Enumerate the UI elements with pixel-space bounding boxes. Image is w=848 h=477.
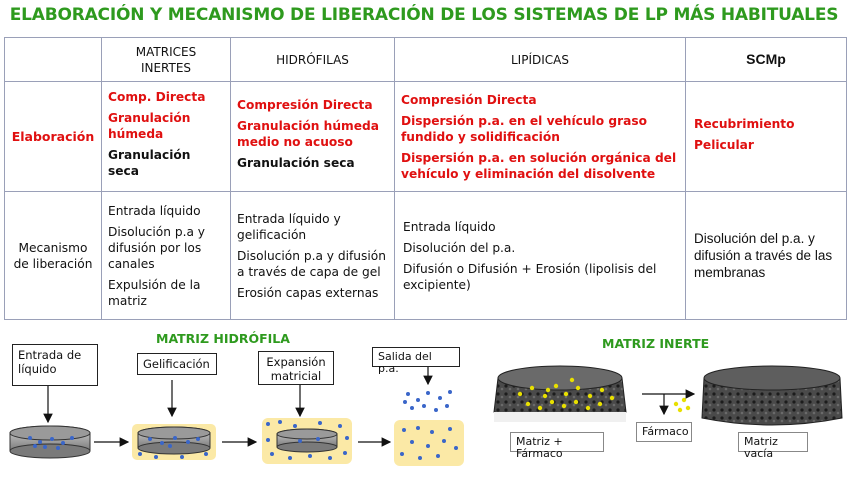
tablet-gelified <box>132 424 216 460</box>
tablet-release <box>394 420 464 466</box>
elab-hidrofilas-cell: Compresión Directa Granulación húmeda me… <box>230 81 395 192</box>
mec-lipidicas-cell: Entrada líquido Disolución del p.a. Difu… <box>394 191 686 320</box>
row-label-elaboracion: Elaboración <box>4 81 102 192</box>
inert-matrix-with-drug <box>493 365 627 422</box>
elab-hidrofilas-item: Granulación húmeda medio no acuoso <box>237 119 379 149</box>
elab-scmp-item: Pelicular <box>694 137 754 152</box>
label-entrada-liquido: Entrada de líquido <box>12 344 98 386</box>
elab-inertes-item: Granulación húmeda <box>108 111 191 141</box>
elab-lipidicas-item: Dispersión p.a. en el vehículo graso fun… <box>401 113 647 144</box>
diagram-hidrofila-title: MATRIZ HIDRÓFILA <box>156 331 290 346</box>
header-hidrofilas: HIDRÓFILAS <box>230 37 395 82</box>
drug-particles-yellow <box>517 377 691 413</box>
elab-inertes-item: Comp. Directa <box>108 90 206 104</box>
elab-lipidicas-item: Compresión Directa <box>401 92 537 107</box>
header-scmp-label: SCMp <box>746 51 786 67</box>
mec-hidrofilas-item: Entrada líquido y gelificación <box>237 211 341 242</box>
page-title: ELABORACIÓN Y MECANISMO DE LIBERACIÓN DE… <box>9 5 839 25</box>
tablet-dry <box>9 425 91 459</box>
header-inertes: MATRICES INERTES <box>101 37 231 82</box>
mec-inertes-item: Disolución p.a y difusión por los canale… <box>108 224 205 271</box>
row-label-mecanismo: Mecanismo de liberación <box>4 191 102 320</box>
elab-hidrofilas-item: Granulación seca <box>237 156 355 170</box>
label-matriz-farmaco: Matriz + Fármaco <box>510 432 604 460</box>
elab-inertes-cell: Comp. Directa Granulación húmeda Granula… <box>101 81 231 192</box>
mec-inertes-item: Entrada líquido <box>108 203 201 218</box>
elab-inertes-item: Granulación seca <box>108 148 191 178</box>
diagram-inerte-title: MATRIZ INERTE <box>602 336 710 351</box>
mec-lipidicas-item: Difusión o Difusión + Erosión (lipolisis… <box>403 261 657 292</box>
corner-cell <box>4 37 102 82</box>
mec-hidrofilas-cell: Entrada líquido y gelificación Disolució… <box>230 191 395 320</box>
elab-hidrofilas-item: Compresión Directa <box>237 98 373 112</box>
header-lipidicas: LIPÍDICAS <box>394 37 686 82</box>
label-salida-pa: Salida del p.a. <box>372 347 460 375</box>
mec-hidrofilas-item: Erosión capas externas <box>237 285 379 300</box>
label-matriz-vacia: Matriz vacía <box>738 432 808 460</box>
header-scmp: SCMp <box>685 37 847 82</box>
mec-lipidicas-item: Disolución del p.a. <box>403 240 516 255</box>
inert-matrix-empty <box>701 365 843 426</box>
mec-lipidicas-item: Entrada líquido <box>403 219 496 234</box>
tablet-expanded <box>262 418 352 464</box>
header-inertes-label: MATRICES INERTES <box>135 44 197 75</box>
elab-scmp-item: Recubrimiento <box>694 116 795 131</box>
label-farmaco: Fármaco <box>636 422 692 442</box>
mec-inertes-item: Expulsión de la matriz <box>108 277 201 308</box>
elab-lipidicas-cell: Compresión Directa Dispersión p.a. en el… <box>394 81 686 192</box>
elab-lipidicas-item: Dispersión p.a. en solución orgánica del… <box>401 150 677 181</box>
mec-hidrofilas-item: Disolución p.a y difusión a través de ca… <box>237 248 386 279</box>
comparison-table: MATRICES INERTES HIDRÓFILAS LIPÍDICAS SC… <box>4 37 847 320</box>
release-diagram <box>9 364 843 466</box>
mec-inertes-cell: Entrada líquido Disolución p.a y difusió… <box>101 191 231 320</box>
elab-scmp-cell: Recubrimiento Pelicular <box>685 81 847 192</box>
drug-particles-blue <box>28 390 458 460</box>
mec-scmp-cell: Disolución del p.a. y difusión a través … <box>685 191 847 320</box>
label-expansion-matricial: Expansión matricial <box>258 351 334 385</box>
label-gelificacion: Gelificación <box>137 353 217 375</box>
